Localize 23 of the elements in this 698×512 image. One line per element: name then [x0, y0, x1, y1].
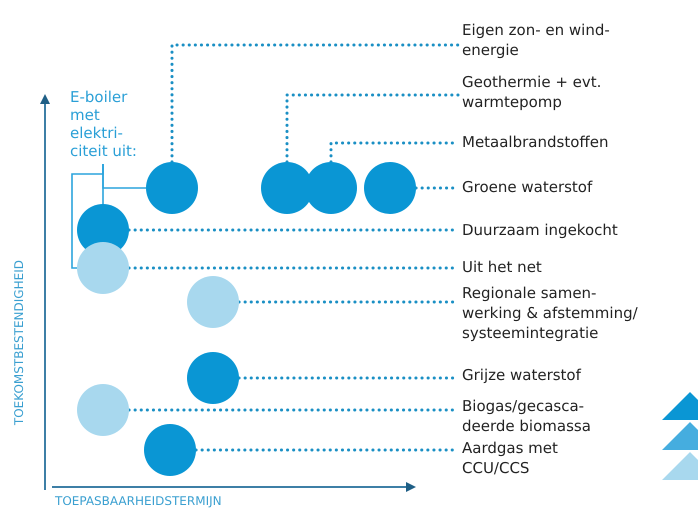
category-label: Geothermie + evt. warmtepomp [462, 72, 652, 112]
category-label: Duurzaam ingekocht [462, 220, 662, 240]
category-label: Metaalbrandstoffen [462, 132, 662, 152]
circle-marker [146, 162, 198, 214]
circle-marker [364, 162, 416, 214]
dotted-line [286, 94, 460, 164]
axis-title: TOEKOMSTBESTENDIGHEID [12, 260, 26, 426]
circle-marker [77, 242, 129, 294]
category-label: Regionale samen- werking & afstemming/ systeemintegratie [462, 283, 652, 343]
note-text: E-boiler met elektri- citeit uit: [70, 88, 150, 160]
circle-marker [187, 352, 239, 404]
circle-marker [77, 384, 129, 436]
category-label: Uit het net [462, 257, 662, 277]
circle-marker [187, 276, 239, 328]
circle-marker [144, 424, 196, 476]
connector-line [71, 164, 104, 269]
category-label: Groene waterstof [462, 177, 662, 197]
dotted-line [170, 44, 460, 164]
category-label: Biogas/gecasca- deerde biomassa [462, 396, 612, 436]
axis-title: TOEPASBAARHEIDSTERMIJN [55, 494, 222, 508]
category-label: Aardgas met CCU/CCS [462, 438, 582, 478]
category-label: Eigen zon- en wind- energie [462, 20, 652, 60]
category-label: Grijze waterstof [462, 365, 662, 385]
